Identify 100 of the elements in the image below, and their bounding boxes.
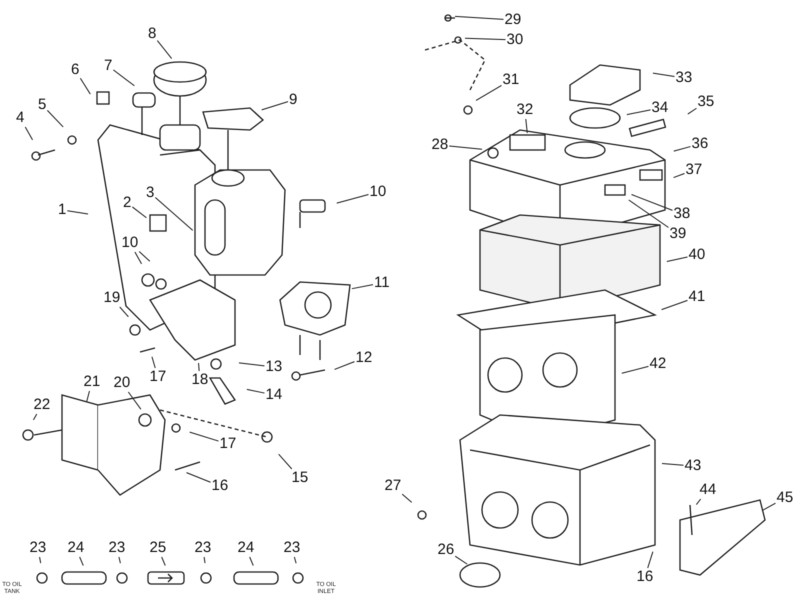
callout-number: 40 bbox=[688, 247, 706, 263]
leader-line bbox=[39, 556, 42, 564]
callout-number: 4 bbox=[16, 110, 24, 126]
callout-number: 44 bbox=[700, 482, 716, 498]
leader-line bbox=[336, 194, 369, 204]
leader-line bbox=[128, 392, 142, 410]
callout-number: 29 bbox=[504, 12, 522, 28]
leader-line bbox=[86, 390, 90, 402]
leader-line bbox=[186, 472, 211, 483]
callout-number: 33 bbox=[676, 70, 692, 86]
leader-line bbox=[156, 40, 172, 60]
callout-number: 16 bbox=[636, 569, 654, 585]
callout-number: 38 bbox=[674, 206, 690, 222]
leader-line bbox=[628, 199, 669, 228]
callout-number: 42 bbox=[650, 356, 666, 372]
leader-line bbox=[249, 556, 254, 566]
leader-line bbox=[762, 502, 776, 512]
leader-line bbox=[402, 494, 412, 503]
leader-line bbox=[118, 556, 121, 564]
callout-number: 10 bbox=[370, 184, 386, 200]
leader-line bbox=[198, 362, 200, 372]
leader-line bbox=[334, 361, 355, 370]
leader-line bbox=[673, 146, 691, 152]
callout-number: 9 bbox=[289, 92, 298, 108]
leader-line bbox=[278, 454, 292, 470]
callout-number: 19 bbox=[104, 290, 120, 306]
callout-number: 24 bbox=[238, 540, 254, 556]
callout-number: 17 bbox=[220, 436, 236, 452]
callout-number: 35 bbox=[698, 94, 714, 110]
leader-line bbox=[261, 101, 288, 110]
leader-line bbox=[661, 300, 688, 310]
leader-line bbox=[238, 362, 265, 366]
leader-line bbox=[204, 556, 206, 564]
leader-line bbox=[454, 556, 468, 565]
leader-line bbox=[454, 16, 504, 20]
leader-line bbox=[294, 556, 297, 564]
callout-number: 23 bbox=[108, 540, 126, 556]
leader-line bbox=[66, 210, 89, 214]
callout-number: 30 bbox=[506, 32, 524, 48]
callout-number: 3 bbox=[146, 185, 154, 201]
leader-line bbox=[24, 126, 34, 140]
leader-line bbox=[626, 109, 651, 116]
callout-number: 43 bbox=[684, 458, 702, 474]
callout-number: 16 bbox=[212, 478, 228, 494]
callout-number: 7 bbox=[104, 58, 112, 74]
callout-number: 8 bbox=[148, 26, 156, 42]
leader-line bbox=[464, 38, 506, 40]
leader-line bbox=[652, 72, 675, 78]
leader-line bbox=[631, 194, 673, 211]
callout-number: 37 bbox=[686, 162, 702, 178]
callout-number: 14 bbox=[266, 387, 282, 403]
leader-line bbox=[32, 414, 38, 420]
callout-number: 23 bbox=[284, 540, 300, 556]
leader-line bbox=[80, 78, 91, 95]
callout-number: 2 bbox=[123, 195, 132, 211]
callout-number: 12 bbox=[356, 350, 372, 366]
leader-line bbox=[246, 388, 265, 394]
leader-line bbox=[132, 206, 147, 218]
leader-line bbox=[476, 85, 502, 101]
callout-number: 20 bbox=[114, 375, 130, 391]
leader-line bbox=[46, 110, 64, 128]
callout-number: 45 bbox=[776, 490, 794, 506]
leader-line bbox=[134, 252, 142, 264]
leader-line bbox=[448, 145, 483, 150]
leader-line bbox=[154, 197, 194, 231]
callout-number: 6 bbox=[71, 62, 80, 78]
callout-number: 32 bbox=[516, 102, 534, 118]
callout-number: 5 bbox=[38, 97, 46, 113]
callout-number: 10 bbox=[122, 235, 138, 251]
leader-line bbox=[351, 284, 374, 290]
callout-number: 17 bbox=[150, 369, 166, 385]
callout-number: 36 bbox=[692, 136, 708, 152]
leader-line bbox=[661, 463, 684, 466]
leader-line bbox=[647, 551, 654, 568]
callout-number: 21 bbox=[84, 374, 100, 390]
callout-number: 24 bbox=[68, 540, 84, 556]
leader-line bbox=[687, 108, 697, 115]
leader-line bbox=[161, 556, 166, 566]
callout-number: 15 bbox=[292, 470, 308, 486]
callout-number: 13 bbox=[266, 359, 282, 375]
leader-line bbox=[151, 356, 156, 368]
callout-number: 39 bbox=[670, 226, 686, 242]
leader-line bbox=[525, 118, 528, 134]
leader-line bbox=[79, 556, 84, 566]
callout-number: 23 bbox=[194, 540, 212, 556]
leader-line bbox=[138, 251, 150, 262]
leader-line bbox=[119, 306, 129, 318]
leader-line bbox=[696, 498, 702, 506]
callout-number: 25 bbox=[150, 540, 166, 556]
callout-number: 28 bbox=[432, 137, 448, 153]
callout-number: 22 bbox=[34, 397, 50, 413]
callout-number: 18 bbox=[192, 372, 208, 388]
leader-line bbox=[621, 366, 649, 374]
callout-number: 41 bbox=[688, 289, 706, 305]
callout-number: 27 bbox=[384, 478, 402, 494]
callout-number: 31 bbox=[502, 72, 520, 88]
leader-line bbox=[673, 172, 685, 178]
callout-number: 11 bbox=[374, 275, 390, 291]
callout-number: 26 bbox=[438, 542, 454, 558]
callout-number: 1 bbox=[58, 202, 66, 218]
